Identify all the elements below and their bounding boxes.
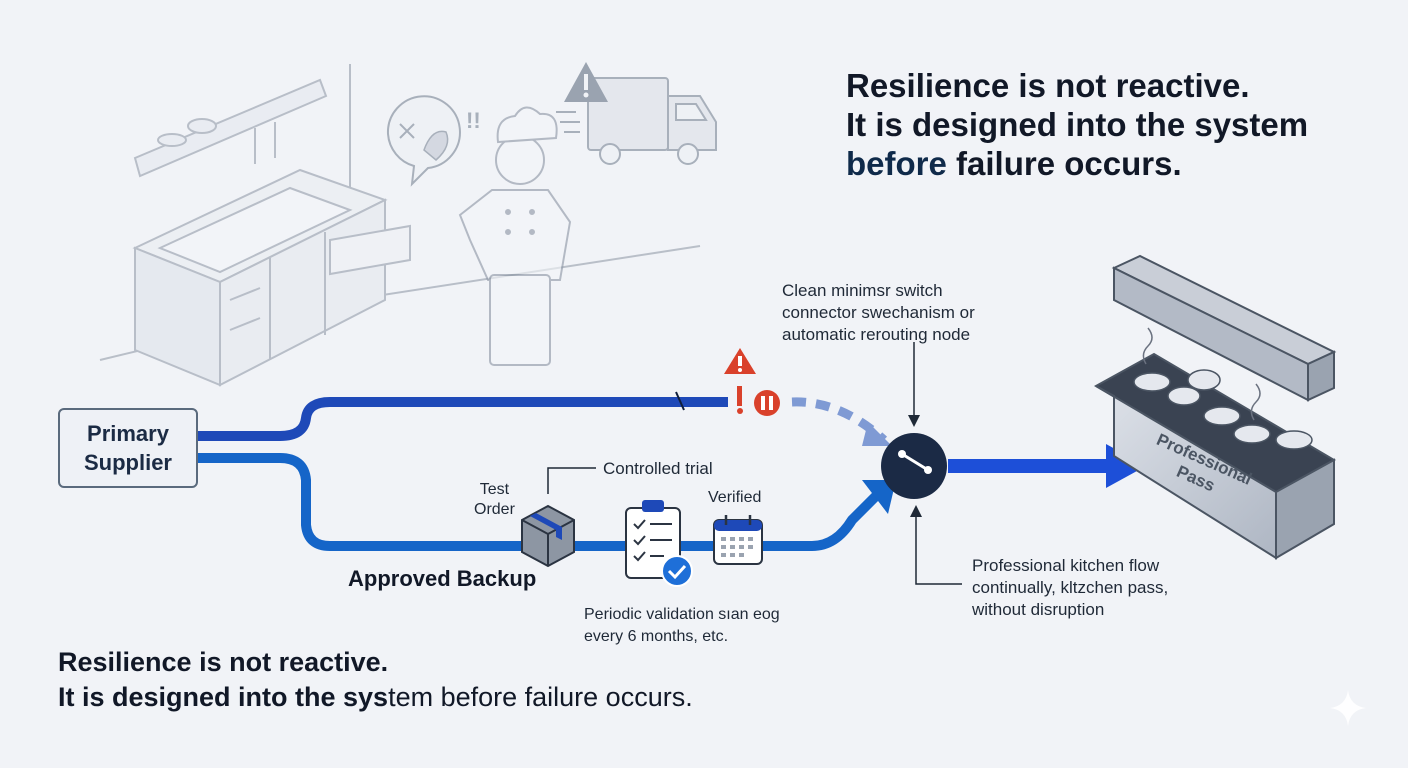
approved-backup-label: Approved Backup (348, 566, 537, 591)
headline-bottom: Resilience is not reactive. It is design… (58, 645, 693, 715)
approved-backup-path (198, 453, 882, 551)
headline-top-line3: before failure occurs. (846, 144, 1308, 183)
sparkle-icon (1330, 690, 1366, 726)
headline-top-line2: It is designed into the system (846, 106, 1309, 143)
thought-bubble-icon: !! (386, 95, 481, 187)
check-badge-icon (661, 555, 693, 587)
delivery-truck-icon (556, 77, 717, 165)
warning-icon (724, 348, 756, 414)
controlled-trial-label: Controlled trial (603, 459, 713, 478)
disrupted-path (791, 397, 888, 444)
calendar-icon (713, 515, 763, 565)
validation-note: Periodic validation sıan eog every 6 mon… (584, 604, 780, 648)
warning-icon (564, 62, 608, 102)
switch-note-line1: Clean minimsr switch (782, 281, 943, 300)
validation-note-line2: every 6 months, etc. (584, 628, 729, 645)
headline-bottom-line2-rest: tem before failure occurs. (388, 682, 693, 712)
headline-accent: before (846, 145, 947, 182)
primary-supplier-box[interactable]: Primary Supplier (58, 408, 198, 488)
switch-note-line2: connector swechanism or (782, 303, 975, 322)
headline-top: Resilience is not reactive. It is design… (846, 66, 1308, 183)
headline-top-line1: Resilience is not reactive. (846, 67, 1250, 104)
validation-note-line1: Periodic validation sıan eog (584, 606, 780, 623)
headline-top-line3-rest: failure occurs. (946, 145, 1182, 182)
headline-bottom-line1: Resilience is not reactive. (58, 647, 389, 677)
chef-illustration (458, 106, 572, 366)
pause-icon (754, 390, 780, 416)
test-order-line1: Test (479, 481, 510, 498)
primary-supplier-path (198, 397, 728, 441)
primary-supplier-label: Primary Supplier (83, 421, 172, 475)
flow-note-line1: Professional kitchen flow (972, 556, 1160, 575)
switch-note-line3: automatic rerouting node (782, 325, 971, 344)
disrupted-arrowhead (862, 422, 892, 446)
flow-note-line3: without disruption (972, 600, 1105, 619)
flow-note-line2: continually, kltzchen pass, (972, 578, 1169, 597)
switch-node-icon[interactable] (881, 433, 947, 499)
verified-label: Verified (708, 489, 762, 506)
flow-note: Professional kitchen flow continually, k… (972, 555, 1168, 621)
svg-text:!!: !! (466, 108, 481, 133)
switch-note: Clean minimsr switch connector swechanis… (782, 280, 975, 346)
test-order-line2: Order (474, 501, 515, 518)
kitchen-pass-illustration (1093, 254, 1337, 560)
test-order-label: Test Order (474, 480, 515, 520)
box-icon (521, 504, 575, 568)
flow-note-leader (910, 505, 962, 585)
backup-arrowhead (862, 480, 896, 514)
headline-bottom-line2: It is designed into the system before fa… (58, 680, 693, 715)
kitchen-counter-illustration (99, 64, 701, 387)
break-mark (675, 391, 685, 411)
controlled-trial-leader (547, 467, 596, 494)
headline-bottom-line2-bold: It is designed into the sys (58, 682, 389, 712)
